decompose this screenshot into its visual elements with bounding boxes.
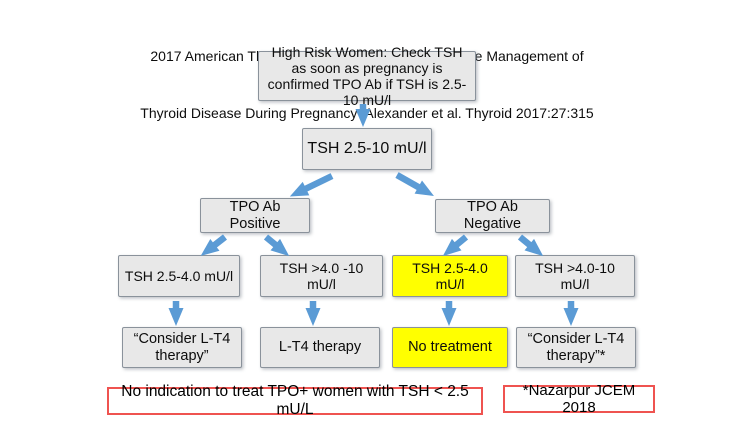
node-pos-tsh-high: TSH >4.0 -10 mU/l (260, 255, 383, 297)
node-neg-low-action: No treatment (392, 327, 508, 368)
arrow-positive-to-high (263, 234, 290, 257)
arrow-positive-to-low (200, 234, 227, 256)
node-tpo-ab-negative: TPO Ab Negative (435, 199, 550, 233)
arrow-negative-to-high (517, 234, 544, 257)
node-tpo-ab-positive: TPO Ab Positive (200, 198, 310, 233)
slide-title-line2: Thyroid Disease During Pregnancy Alexand… (140, 105, 594, 121)
node-neg-tsh-low: TSH 2.5-4.0 mU/l (392, 255, 508, 297)
node-pos-high-action: L-T4 therapy (260, 327, 380, 368)
node-pos-tsh-low: TSH 2.5-4.0 mU/l (118, 255, 240, 297)
footnote-reference: *Nazarpur JCEM 2018 (503, 382, 655, 416)
node-neg-high-action: “Consider L-T4 therapy”* (516, 327, 636, 368)
node-pos-low-action: “Consider L-T4 therapy” (122, 327, 242, 368)
arrow-tsh-to-tpo-negative (395, 172, 434, 196)
arrow-negative-to-low (442, 234, 469, 257)
node-neg-tsh-high: TSH >4.0-10 mU/l (515, 255, 635, 297)
footnote-no-treatment: No indication to treat TPO+ women with T… (107, 383, 483, 418)
node-high-risk-women: High Risk Women: Check TSH as soon as pr… (258, 44, 476, 108)
arrow-tsh-to-tpo-positive (289, 173, 334, 197)
node-tsh-screen: TSH 2.5-10 mU/l (302, 128, 432, 170)
